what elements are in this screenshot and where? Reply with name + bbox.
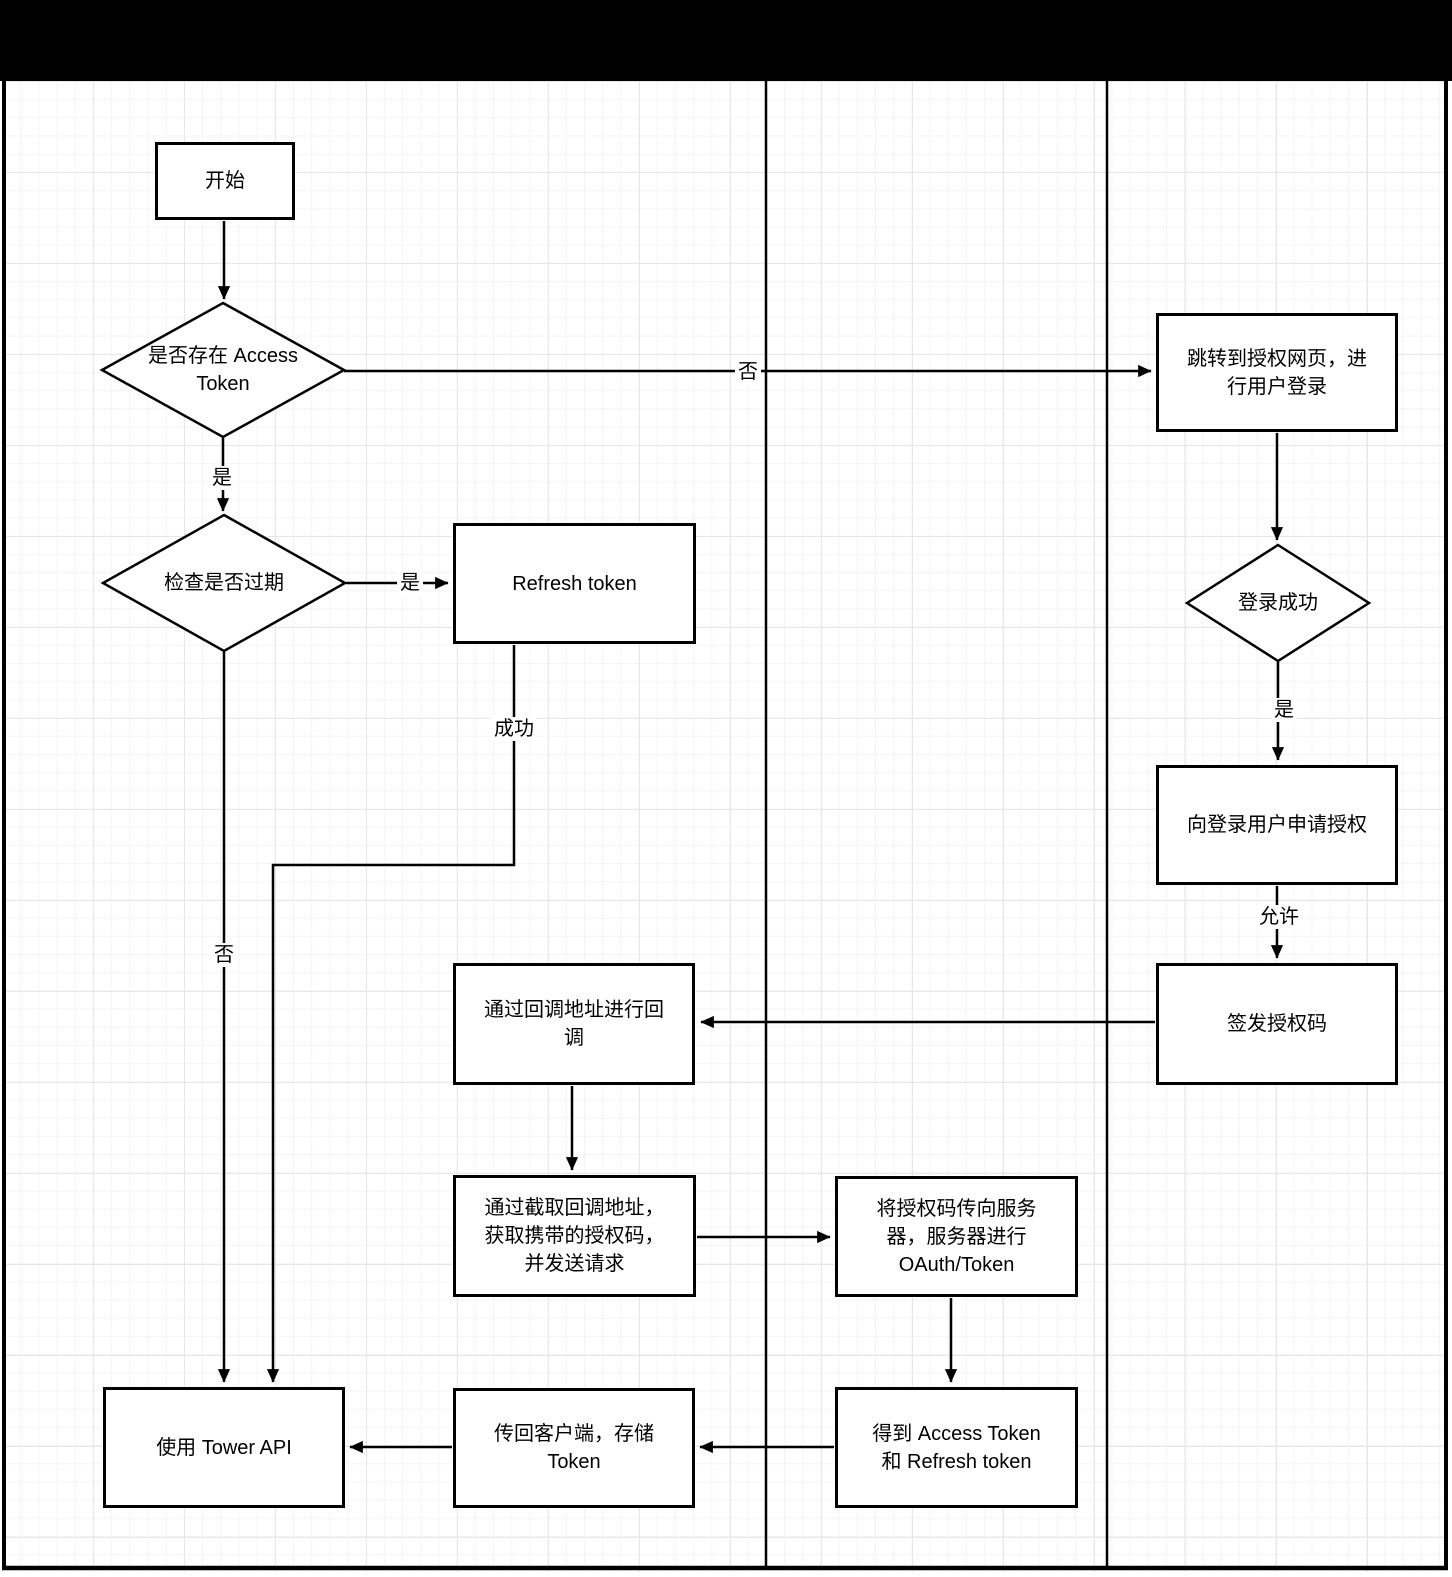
node-request-auth: 向登录用户申请授权: [1156, 765, 1398, 885]
edge-refresh-success: [266, 645, 516, 1383]
node-callback-via-url: 通过回调地址进行回 调: [453, 963, 695, 1085]
diamond-has-access-token: [99, 301, 347, 439]
node-store-token: 传回客户端，存储 Token: [453, 1388, 695, 1508]
node-intercept-callback: 通过截取回调地址， 获取携带的授权码， 并发送请求: [453, 1175, 696, 1297]
node-send-code-to-server: 将授权码传向服务 器，服务器进行 OAuth/Token: [835, 1176, 1078, 1297]
node-goto-auth-page: 跳转到授权网页，进 行用户登录: [1156, 313, 1398, 432]
node-get-tokens-label: 得到 Access Token 和 Refresh token: [872, 1422, 1041, 1473]
edge-label-expired-no: 否: [211, 943, 237, 967]
diamond-has-access-token-label: 是否存在 Access Token: [147, 345, 299, 395]
node-start: 开始: [155, 142, 295, 220]
node-intercept-callback-label: 通过截取回调地址， 获取携带的授权码， 并发送请求: [484, 1197, 665, 1275]
node-issue-auth-code-label: 签发授权码: [1227, 1013, 1327, 1035]
node-start-label: 开始: [205, 170, 245, 192]
diamond-check-expired-label: 检查是否过期: [164, 572, 284, 594]
top-black-bar: [0, 0, 1452, 81]
edge-label-refresh-success: 成功: [491, 717, 537, 741]
diamond-login-success-label: 登录成功: [1238, 592, 1318, 614]
node-use-tower-api-label: 使用 Tower API: [156, 1436, 292, 1459]
node-use-tower-api: 使用 Tower API: [103, 1387, 345, 1508]
edge-label-token-no: 否: [735, 360, 761, 384]
diamond-login-success: [1184, 543, 1372, 663]
node-callback-via-url-label: 通过回调地址进行回 调: [484, 999, 664, 1049]
edge-label-allow: 允许: [1256, 905, 1302, 929]
edge-label-login-yes: 是: [1271, 698, 1297, 722]
edge-label-expired-yes: 是: [397, 571, 423, 595]
node-refresh-token-label: Refresh token: [512, 572, 637, 595]
node-store-token-label: 传回客户端，存储 Token: [494, 1423, 654, 1473]
node-goto-auth-page-label: 跳转到授权网页，进 行用户登录: [1187, 347, 1367, 398]
node-get-tokens: 得到 Access Token 和 Refresh token: [835, 1387, 1078, 1508]
node-refresh-token: Refresh token: [453, 523, 696, 644]
node-send-code-to-server-label: 将授权码传向服务 器，服务器进行 OAuth/Token: [876, 1197, 1037, 1276]
diamond-check-expired: [100, 513, 348, 653]
node-issue-auth-code: 签发授权码: [1156, 963, 1398, 1085]
node-request-auth-label: 向登录用户申请授权: [1187, 814, 1367, 836]
edge-label-token-yes: 是: [209, 466, 235, 490]
